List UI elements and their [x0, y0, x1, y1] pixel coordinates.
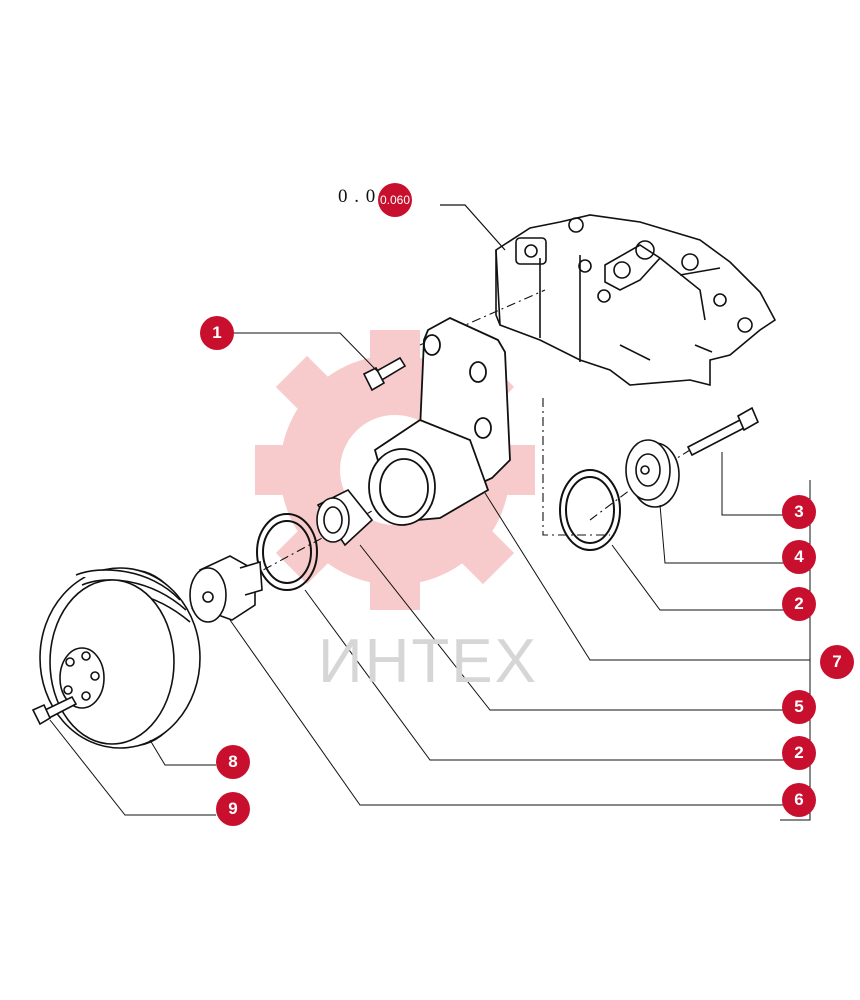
- bolt-item-9: [31, 695, 78, 726]
- reference-leader: [440, 204, 506, 251]
- callout-8[interactable]: 8: [216, 745, 250, 779]
- callout-3[interactable]: 3: [782, 495, 816, 529]
- bolt-item-3: [686, 406, 760, 457]
- callout-9[interactable]: 9: [216, 792, 250, 826]
- idler-bracket: [368, 316, 511, 526]
- reference-badge[interactable]: 0.060: [378, 183, 412, 217]
- callout-6[interactable]: 6: [782, 783, 816, 817]
- pulley-item-8: [39, 567, 201, 749]
- callout-4[interactable]: 4: [782, 540, 816, 574]
- idler-pulley-item-4: [625, 439, 680, 508]
- bolt-item-1: [362, 356, 407, 392]
- callout-7[interactable]: 7: [820, 645, 854, 679]
- engine-block: [495, 214, 777, 387]
- callout-5[interactable]: 5: [782, 690, 816, 724]
- watermark-text: ИНТЕХ: [318, 627, 538, 696]
- snap-ring-right: [559, 469, 621, 551]
- callout-2-right[interactable]: 2: [782, 587, 816, 621]
- callout-2-left[interactable]: 2: [782, 736, 816, 770]
- hub-item-6: [189, 555, 263, 623]
- snap-ring-left: [256, 513, 318, 591]
- callout-1[interactable]: 1: [200, 316, 234, 350]
- bushing-item-5: [316, 488, 374, 547]
